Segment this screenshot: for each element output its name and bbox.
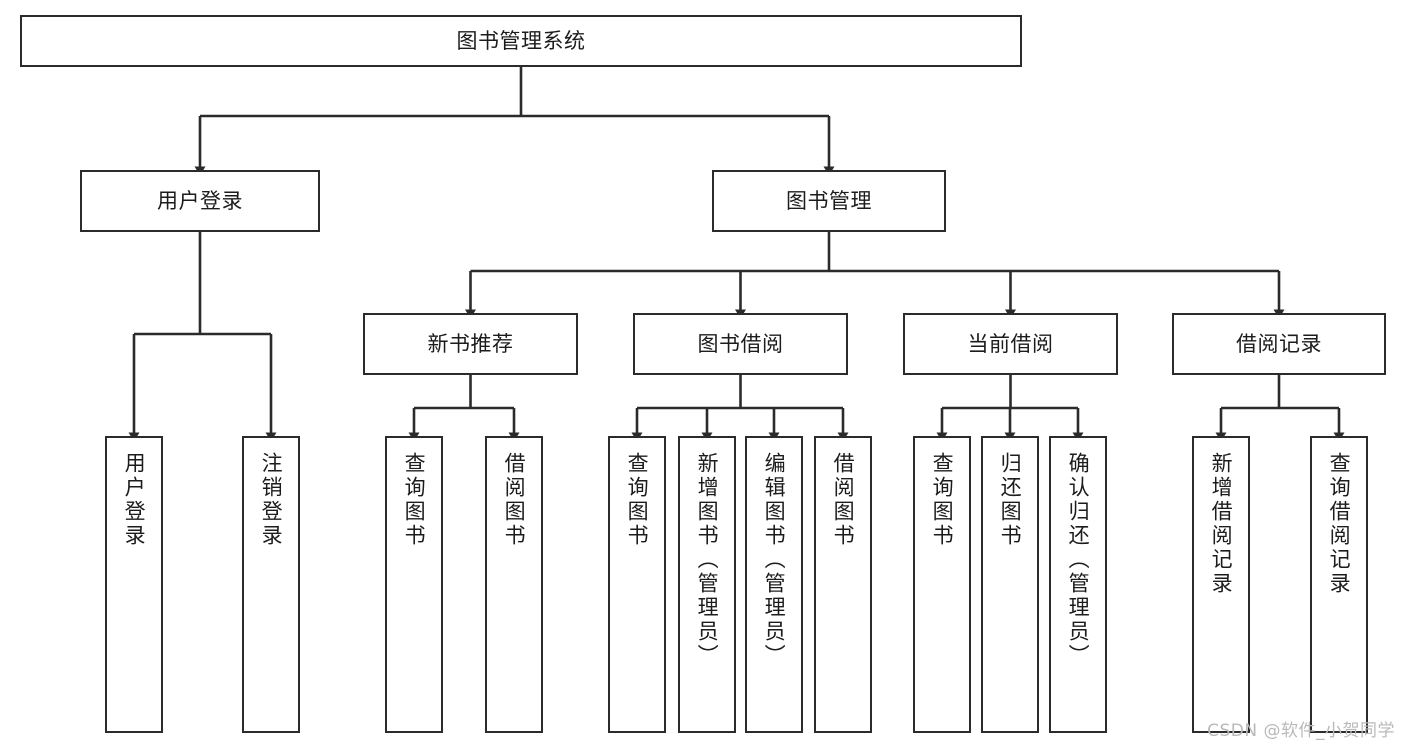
node-label: 查询借阅记录	[1327, 452, 1352, 596]
node-leaf-bb-borrow[interactable]: 借阅图书	[814, 436, 872, 733]
node-label: 新增借阅记录	[1209, 452, 1234, 596]
node-book-borrow[interactable]: 图书借阅	[633, 313, 848, 375]
node-borrow-record[interactable]: 借阅记录	[1172, 313, 1386, 375]
node-label: 借阅图书	[831, 452, 856, 548]
node-leaf-bb-edit[interactable]: 编辑图书（管理员）	[745, 436, 803, 733]
node-leaf-cb-query[interactable]: 查询图书	[913, 436, 971, 733]
node-user-login[interactable]: 用户登录	[80, 170, 320, 232]
node-label: 查询图书	[625, 452, 650, 548]
node-label: 借阅记录	[1236, 331, 1322, 356]
node-book-manage[interactable]: 图书管理	[712, 170, 946, 232]
node-new-book-rec[interactable]: 新书推荐	[363, 313, 578, 375]
node-label: 借阅图书	[502, 452, 527, 548]
node-leaf-bb-add[interactable]: 新增图书（管理员）	[678, 436, 736, 733]
node-leaf-rec-query[interactable]: 查询图书	[385, 436, 443, 733]
node-label: 新增图书（管理员）	[695, 452, 720, 668]
node-root[interactable]: 图书管理系统	[20, 15, 1022, 67]
node-label: 用户登录	[157, 188, 243, 213]
node-leaf-br-add[interactable]: 新增借阅记录	[1192, 436, 1250, 733]
node-label: 图书借阅	[697, 331, 784, 356]
node-leaf-cb-return[interactable]: 归还图书	[981, 436, 1039, 733]
node-leaf-bb-query[interactable]: 查询图书	[608, 436, 666, 733]
node-label: 查询图书	[402, 452, 427, 548]
node-leaf-logout[interactable]: 注销登录	[242, 436, 300, 733]
node-current-borrow[interactable]: 当前借阅	[903, 313, 1118, 375]
node-leaf-cb-confirm[interactable]: 确认归还（管理员）	[1049, 436, 1107, 733]
node-label: 编辑图书（管理员）	[762, 452, 787, 668]
node-label: 图书管理系统	[456, 28, 586, 53]
node-leaf-user-login[interactable]: 用户登录	[105, 436, 163, 733]
node-label: 查询图书	[930, 452, 955, 548]
node-label: 归还图书	[998, 452, 1023, 548]
node-leaf-rec-borrow[interactable]: 借阅图书	[485, 436, 543, 733]
node-label: 注销登录	[259, 452, 284, 548]
node-label: 新书推荐	[427, 331, 514, 356]
watermark: CSDN @软件_小贺同学	[1207, 721, 1395, 741]
node-label: 图书管理	[786, 188, 872, 213]
node-label: 用户登录	[122, 452, 147, 548]
node-label: 确认归还（管理员）	[1066, 452, 1091, 668]
node-label: 当前借阅	[967, 331, 1054, 356]
node-leaf-br-query[interactable]: 查询借阅记录	[1310, 436, 1368, 733]
